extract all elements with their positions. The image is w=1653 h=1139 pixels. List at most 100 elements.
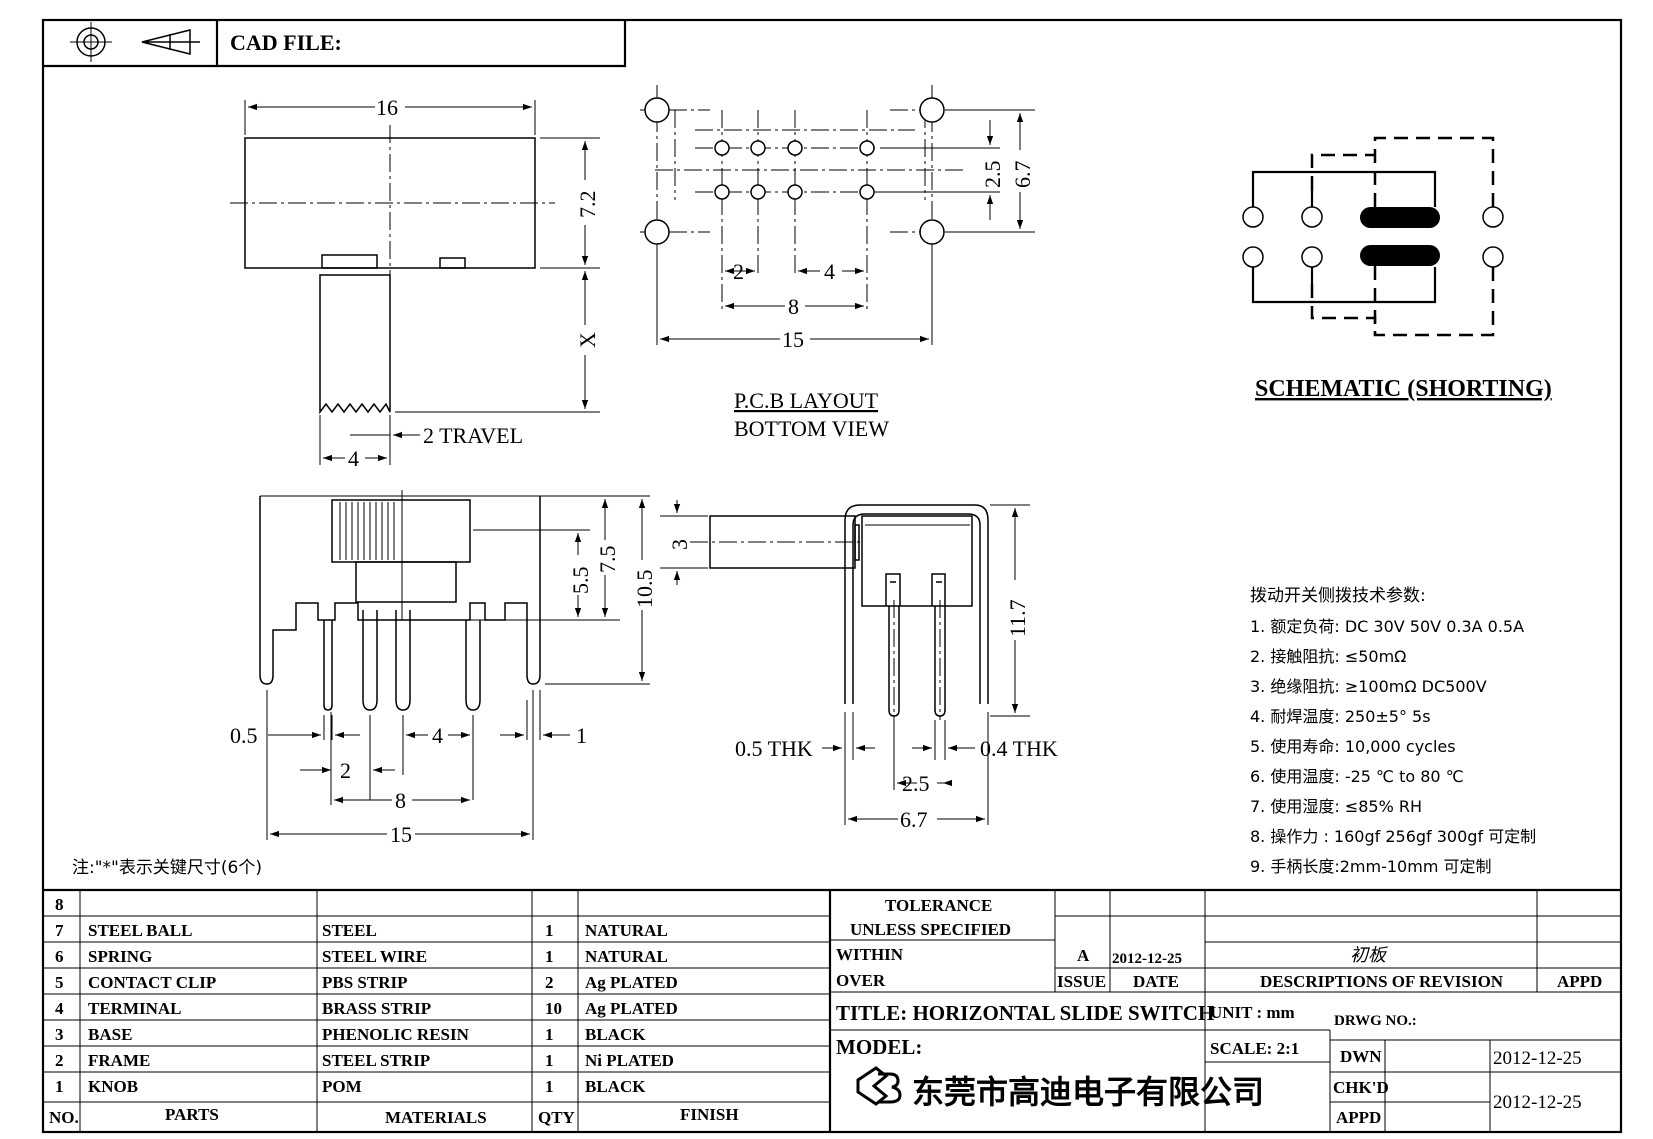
bom-qty: 1 xyxy=(545,1025,554,1044)
front-dim-1: 1 xyxy=(576,723,587,748)
bom-finish: NATURAL xyxy=(585,947,668,966)
bom-part: CONTACT CLIP xyxy=(88,973,216,992)
bom-no: 5 xyxy=(55,973,64,992)
dwn-label: DWN xyxy=(1340,1047,1382,1066)
bom-header-materials: MATERIALS xyxy=(385,1108,487,1127)
bom-material: PHENOLIC RESIN xyxy=(322,1025,470,1044)
pcb-dim-2-5: 2.5 xyxy=(980,161,1005,189)
bom-material: PBS STRIP xyxy=(322,973,408,992)
dwn-date: 2012-12-25 xyxy=(1493,1048,1582,1069)
bom-qty: 1 xyxy=(545,1077,554,1096)
side-dim-11-7: 11.7 xyxy=(1005,599,1030,637)
bom-part: FRAME xyxy=(88,1051,150,1070)
rev-desc: 初板 xyxy=(1350,945,1389,966)
desc-of-revision: DESCRIPTIONS OF REVISION xyxy=(1260,972,1504,991)
front-dim-7-5: 7.5 xyxy=(595,546,620,574)
revision-area: TOLERANCE UNLESS SPECIFIED WITHIN OVER A… xyxy=(830,890,1621,1132)
bom-part: BASE xyxy=(88,1025,132,1044)
bom-header-parts: PARTS xyxy=(165,1105,219,1124)
spec-item-3: 3. 绝缘阻抗: ≥100mΩ DC500V xyxy=(1250,677,1487,696)
top-view: 16 7.2 X 4 2 TRAVEL xyxy=(230,95,600,471)
bom-part: TERMINAL xyxy=(88,999,182,1018)
side-thk-0-5: 0.5 THK xyxy=(735,736,813,761)
spec-heading: 拨动开关侧拨技术参数: xyxy=(1250,586,1426,606)
first-angle-projection-icon xyxy=(70,22,200,62)
appd-label: APPD xyxy=(1557,972,1602,991)
bom-part: STEEL BALL xyxy=(88,921,192,940)
drawing-title: TITLE: HORIZONTAL SLIDE SWITCH xyxy=(836,1001,1214,1025)
bom-header-no: NO. xyxy=(49,1108,79,1127)
dim-7-2: 7.2 xyxy=(575,191,600,219)
bom-qty: 10 xyxy=(545,999,562,1018)
side-dim-6-7: 6.7 xyxy=(900,807,928,832)
bom-part: SPRING xyxy=(88,947,152,966)
front-dim-2: 2 xyxy=(340,758,351,783)
front-dim-0-5: 0.5 xyxy=(230,723,258,748)
pcb-pads xyxy=(714,110,875,310)
unit-label: UNIT : mm xyxy=(1210,1003,1295,1022)
bom-qty: 1 xyxy=(545,921,554,940)
front-dim-15: 15 xyxy=(390,822,412,847)
bom-no: 4 xyxy=(55,999,64,1018)
bom-material: POM xyxy=(322,1077,362,1096)
bom-no: 3 xyxy=(55,1025,64,1044)
dim-16: 16 xyxy=(376,95,398,120)
bom-part: KNOB xyxy=(88,1077,138,1096)
bom-qty: 2 xyxy=(545,973,554,992)
side-view: 3 11.7 0.5 THK 0.4 THK 2.5 6.7 xyxy=(660,500,1058,832)
spec-item-4: 4. 耐焊温度: 250±5° 5s xyxy=(1250,707,1431,726)
bom-no: 6 xyxy=(55,947,64,966)
front-terminals xyxy=(323,610,481,711)
cad-file-label: CAD FILE: xyxy=(230,30,342,55)
side-dim-2-5: 2.5 xyxy=(902,771,930,796)
chkd-label: CHK'D xyxy=(1333,1078,1389,1097)
spec-item-5: 5. 使用寿命: 10,000 cycles xyxy=(1250,737,1456,756)
key-dimension-note: 注:"*"表示关键尺寸(6个) xyxy=(72,858,262,878)
within-label: WITHIN xyxy=(836,945,904,964)
front-dim-8: 8 xyxy=(395,788,406,813)
drawing-border xyxy=(41,18,1623,1134)
schematic-title: SCHEMATIC (SHORTING) xyxy=(1255,376,1552,402)
company-logo xyxy=(856,1066,902,1106)
pcb-layout-title: P.C.B LAYOUT xyxy=(734,388,879,413)
bom-qty: 1 xyxy=(545,1051,554,1070)
spec-list: 拨动开关侧拨技术参数: 1. 额定负荷: DC 30V 50V 0.3A 0.5… xyxy=(1250,586,1536,876)
bom-finish: NATURAL xyxy=(585,921,668,940)
pcb-dim-2: 2 xyxy=(733,259,744,284)
rev-date: 2012-12-25 xyxy=(1112,951,1182,967)
scale-label: SCALE: 2:1 xyxy=(1210,1039,1299,1058)
dim-4-top: 4 xyxy=(348,446,359,471)
issue-label: ISSUE xyxy=(1057,972,1106,991)
spec-item-1: 1. 额定负荷: DC 30V 50V 0.3A 0.5A xyxy=(1250,617,1524,636)
model-label: MODEL: xyxy=(836,1035,922,1059)
pcb-dim-6-7: 6.7 xyxy=(1010,161,1035,189)
bom-finish: BLACK xyxy=(585,1077,646,1096)
company-name: 东莞市高迪电子有限公司 xyxy=(912,1073,1264,1111)
bom-material: STEEL WIRE xyxy=(322,947,427,966)
over-label: OVER xyxy=(836,971,886,990)
bom-finish: Ni PLATED xyxy=(585,1051,674,1070)
spec-item-8: 8. 操作力 : 160gf 256gf 300gf 可定制 xyxy=(1250,827,1536,846)
spec-item-6: 6. 使用温度: -25 ℃ to 80 ℃ xyxy=(1250,767,1464,786)
front-view: 5.5 7.5 10.5 0.5 4 1 2 8 15 注:"*"表 xyxy=(72,490,657,878)
bom-header-finish: FINISH xyxy=(680,1105,739,1124)
pcb-dim-15: 15 xyxy=(782,327,804,352)
bom-finish: BLACK xyxy=(585,1025,646,1044)
side-terminals xyxy=(888,606,946,717)
chk-date: 2012-12-25 xyxy=(1493,1092,1582,1113)
bom-header-qty: QTY xyxy=(538,1108,575,1127)
bom-finish: Ag PLATED xyxy=(585,973,678,992)
pcb-dim-4: 4 xyxy=(824,259,835,284)
pcb-dim-8: 8 xyxy=(788,294,799,319)
spec-item-2: 2. 接触阻抗: ≤50mΩ xyxy=(1250,647,1406,666)
unless-specified: UNLESS SPECIFIED xyxy=(850,920,1011,939)
front-dim-4: 4 xyxy=(432,723,443,748)
front-dim-5-5: 5.5 xyxy=(568,567,593,595)
schematic-view: SCHEMATIC (SHORTING) xyxy=(1242,136,1552,402)
drwg-no-label: DRWG NO.: xyxy=(1334,1013,1417,1029)
bom-material: BRASS STRIP xyxy=(322,999,431,1018)
dim-x: X xyxy=(575,332,600,348)
front-dim-10-5: 10.5 xyxy=(632,570,657,609)
